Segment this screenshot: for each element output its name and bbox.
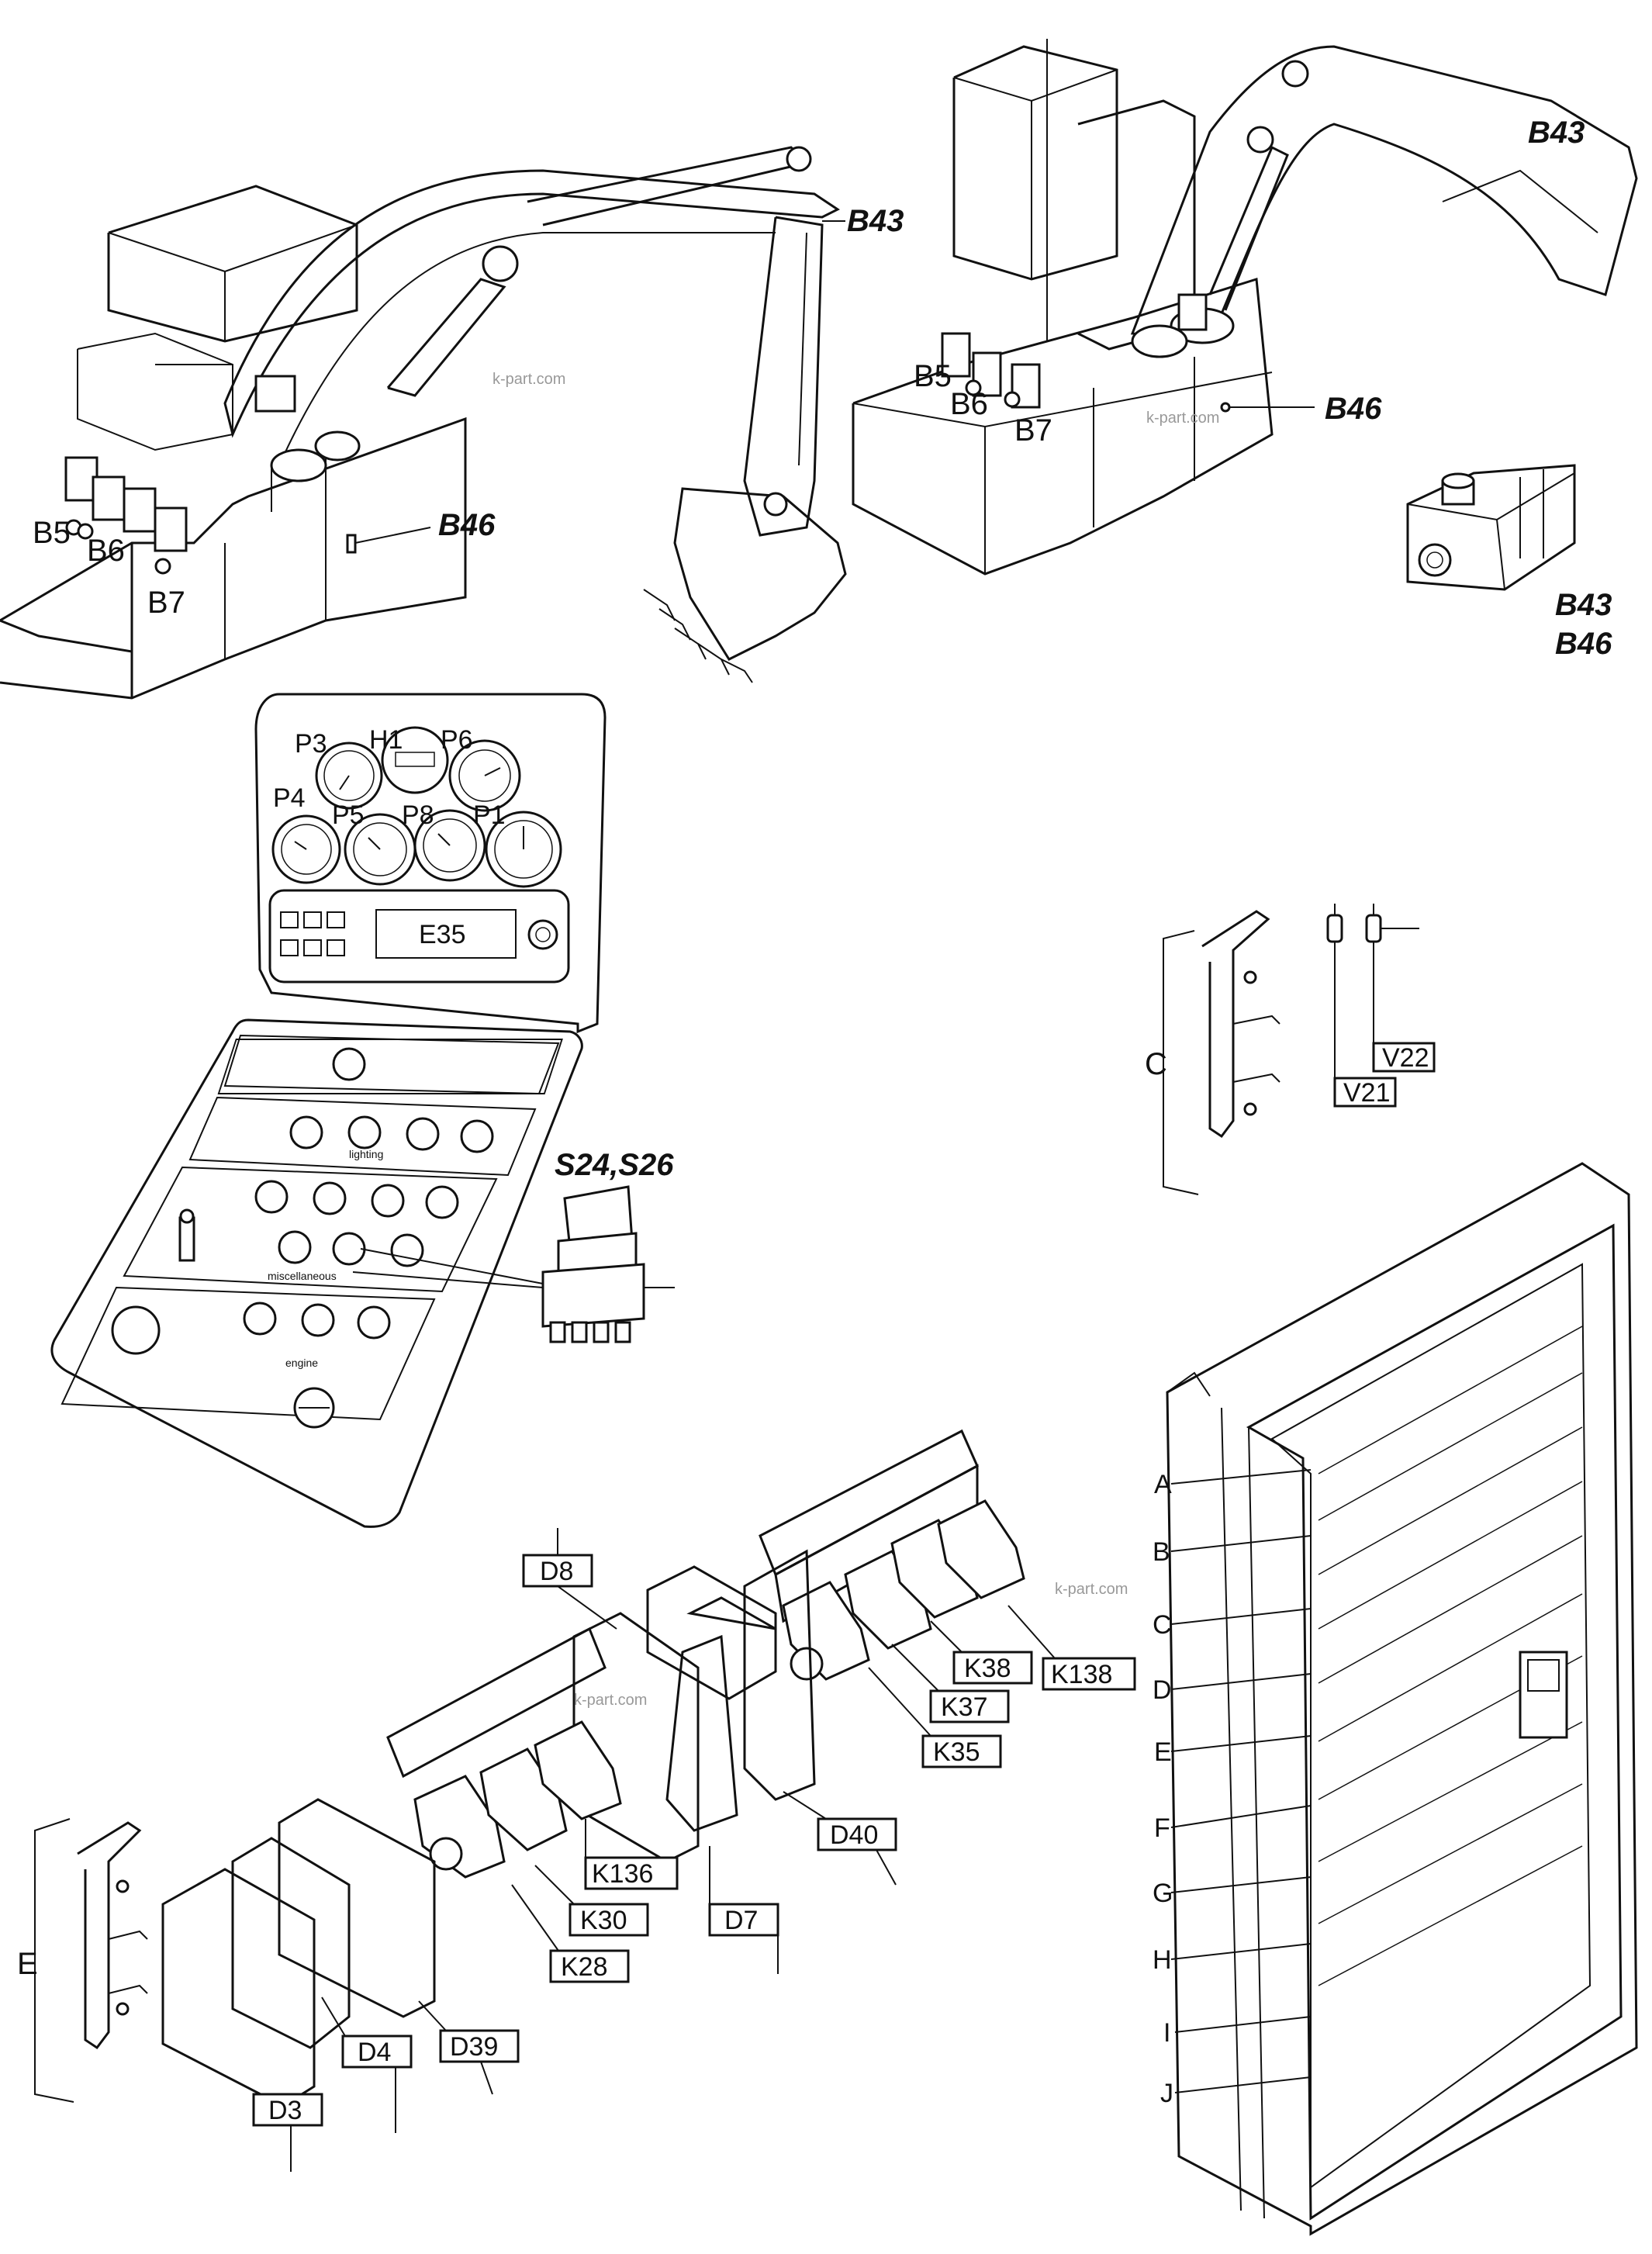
label-b6-right: B6 <box>950 387 988 421</box>
svg-text:K35: K35 <box>933 1737 980 1767</box>
svg-text:P1: P1 <box>473 800 506 830</box>
knobs-lighting: lighting <box>289 1115 494 1160</box>
section-lighting: lighting <box>349 1148 383 1160</box>
row-f: F <box>1154 1813 1170 1843</box>
label-b5-left: B5 <box>33 516 71 550</box>
svg-text:D8: D8 <box>540 1557 573 1586</box>
label-b43-detail: B43 <box>1555 588 1612 622</box>
box-k37: K37 <box>891 1644 1010 1723</box>
row-c: C <box>1153 1610 1172 1640</box>
gauge-p8: P8 <box>402 800 486 882</box>
display-e35: E35 <box>268 889 570 984</box>
section-miscellaneous: miscellaneous <box>268 1270 337 1282</box>
switch-s24-s26: S24,S26 <box>352 1148 675 1343</box>
svg-text:D7: D7 <box>724 1906 758 1935</box>
row-b: B <box>1153 1537 1170 1567</box>
label-b46-detail: B46 <box>1555 627 1612 661</box>
row-j: J <box>1160 2079 1173 2108</box>
bracket-c-label: C <box>1145 1047 1167 1081</box>
watermark-3: k-part.com <box>1055 1581 1128 1598</box>
svg-text:P8: P8 <box>402 800 434 830</box>
svg-text:P4: P4 <box>273 783 306 813</box>
instrument-panel: P3 H1 P6 P4 P5 P8 P1 <box>50 693 607 1528</box>
watermark-1: k-part.com <box>492 371 565 388</box>
label-b43-left: B43 <box>847 204 904 238</box>
gauge-p6: P6 <box>441 725 521 812</box>
diode-detail-c: C V22 V21 <box>1145 904 1436 1195</box>
label-b43-right: B43 <box>1528 116 1585 150</box>
gauge-p5: P5 <box>332 800 416 886</box>
svg-text:D39: D39 <box>450 2032 498 2062</box>
row-d: D <box>1153 1675 1172 1705</box>
box-d4: D4 <box>321 1996 413 2133</box>
box-k28: K28 <box>511 1884 630 1983</box>
box-d8: D8 <box>522 1528 617 1630</box>
svg-text:K38: K38 <box>964 1654 1011 1683</box>
box-v21: V21 <box>1333 1077 1397 1108</box>
svg-text:P6: P6 <box>441 725 473 755</box>
row-g: G <box>1153 1879 1173 1908</box>
label-s24-s26: S24,S26 <box>555 1148 674 1182</box>
svg-text:K37: K37 <box>941 1692 988 1722</box>
watermark-2: k-part.com <box>1146 410 1219 427</box>
svg-text:D4: D4 <box>358 2038 391 2067</box>
box-d40: D40 <box>783 1791 897 1886</box>
row-h: H <box>1153 1945 1172 1975</box>
gauge-h1: H1 <box>369 725 449 794</box>
box-d7: D7 <box>708 1846 779 1974</box>
excavator-left: B43 B46 B5 B6 B7 k-part.com <box>0 146 904 700</box>
label-b6-left: B6 <box>87 534 125 568</box>
knobs-miscellaneous: miscellaneous <box>178 1180 459 1282</box>
box-k138: K138 <box>1007 1605 1136 1691</box>
box-d39: D39 <box>418 2000 520 2095</box>
svg-text:V22: V22 <box>1382 1043 1429 1073</box>
svg-text:H1: H1 <box>369 725 403 755</box>
svg-text:K138: K138 <box>1051 1660 1112 1689</box>
svg-text:D40: D40 <box>830 1820 878 1850</box>
svg-text:K28: K28 <box>561 1952 608 1982</box>
svg-text:K136: K136 <box>592 1859 653 1889</box>
gauge-p4: P4 <box>271 783 341 884</box>
svg-text:V21: V21 <box>1343 1078 1391 1108</box>
box-k35: K35 <box>868 1667 1002 1768</box>
excavator-right: B43 B46 B5 B6 B7 k-part.com <box>852 39 1638 576</box>
label-b46-right: B46 <box>1325 392 1382 426</box>
box-v22: V22 <box>1372 1042 1436 1073</box>
row-e: E <box>1154 1737 1172 1767</box>
box-k38: K38 <box>930 1620 1033 1685</box>
gauge-p1: P1 <box>473 800 562 888</box>
row-i: I <box>1163 2018 1170 2048</box>
box-k30: K30 <box>534 1865 649 1937</box>
svg-text:P3: P3 <box>295 729 327 759</box>
watermark-4: k-part.com <box>574 1692 647 1709</box>
electrical-cabinet: A B C D E F G H I J k-part.com <box>1055 1162 1638 2236</box>
display-e35-label: E35 <box>419 920 466 949</box>
label-b7-left: B7 <box>147 586 185 620</box>
svg-text:K30: K30 <box>580 1906 627 1935</box>
label-b5-right: B5 <box>914 359 952 393</box>
label-b46-left: B46 <box>438 508 496 542</box>
label-b7-right: B7 <box>1014 413 1052 448</box>
knobs-engine: engine <box>111 1302 391 1429</box>
gauge-p3: P3 <box>295 729 383 810</box>
box-k136: K136 <box>584 1819 679 1890</box>
sensor-b43-b46-detail: B43 B46 <box>1406 464 1612 661</box>
exploded-modules: E D8 K38 K138 K37 K35 <box>17 1429 1136 2172</box>
bracket-e-label: E <box>17 1947 38 1981</box>
section-engine: engine <box>285 1357 318 1369</box>
box-d3: D3 <box>252 2093 323 2172</box>
svg-text:D3: D3 <box>268 2096 302 2125</box>
row-a: A <box>1154 1470 1172 1499</box>
svg-text:P5: P5 <box>332 800 365 830</box>
